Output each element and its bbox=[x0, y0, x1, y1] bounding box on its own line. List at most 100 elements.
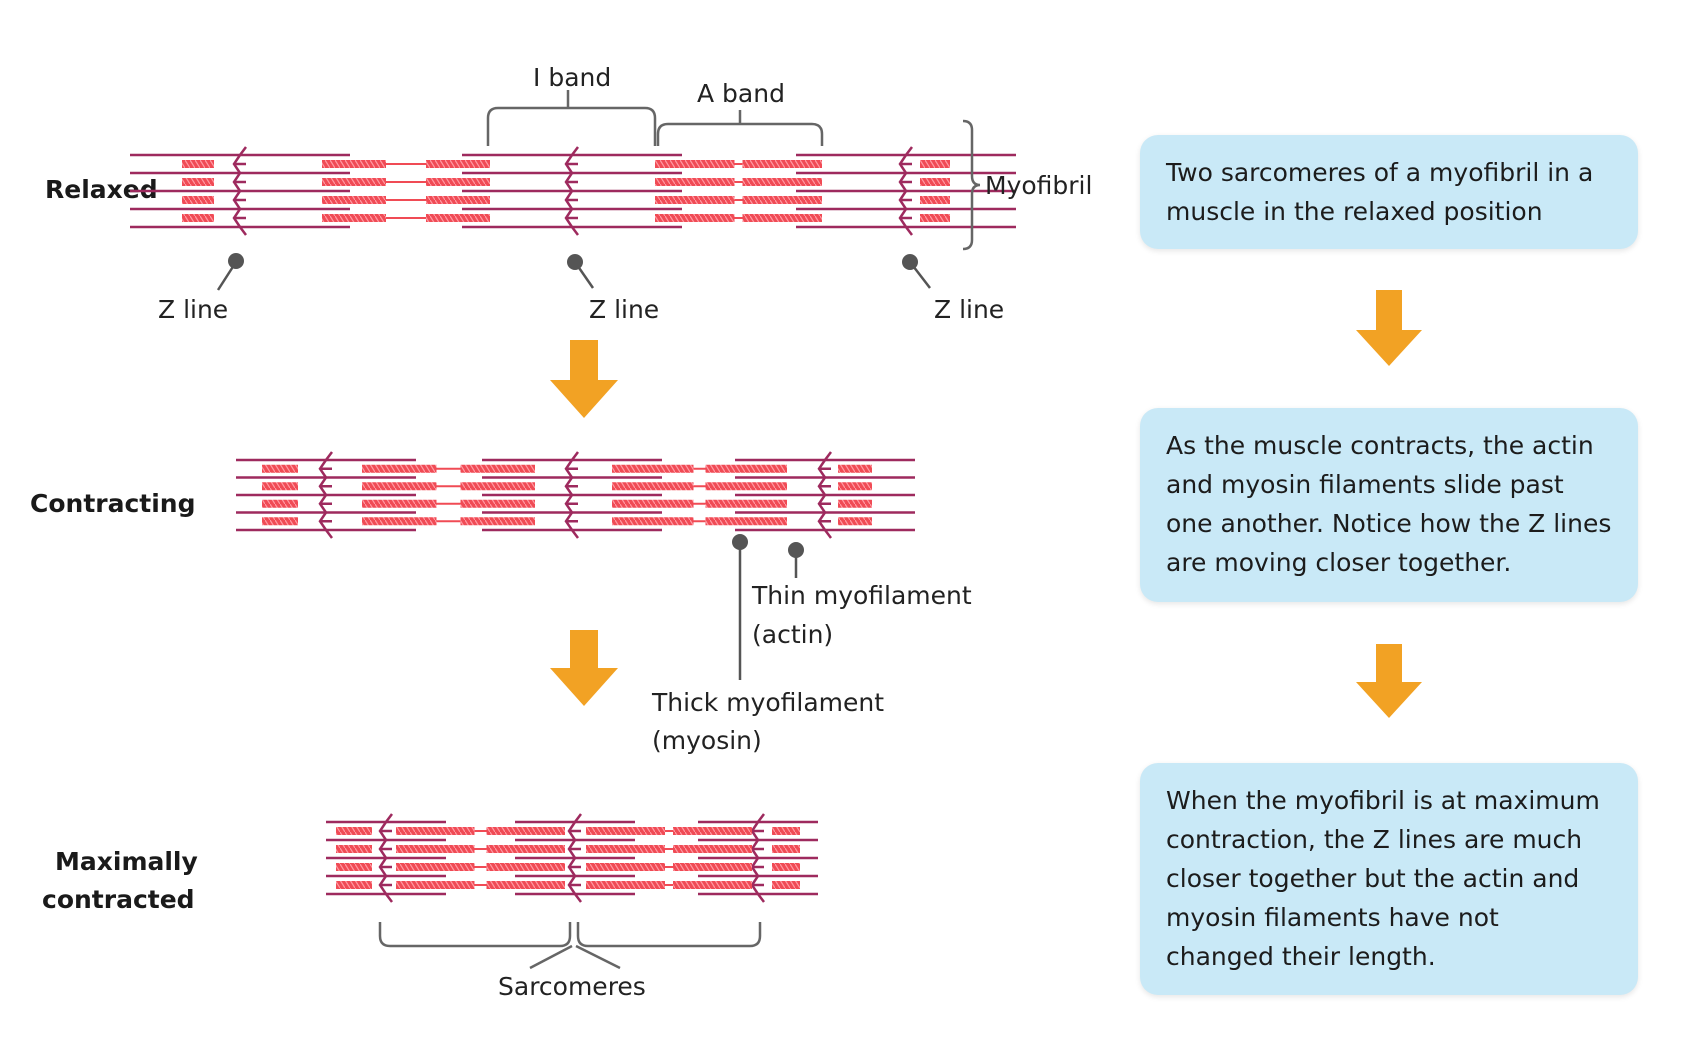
myosin-head bbox=[426, 196, 490, 204]
myosin-head bbox=[362, 499, 437, 508]
myosin-head bbox=[742, 196, 822, 204]
thin-myofilament-label-2: (actin) bbox=[752, 620, 833, 649]
myosin-head bbox=[262, 517, 298, 526]
state-label-maximally: Maximally bbox=[55, 847, 198, 876]
myosin-head bbox=[920, 160, 950, 168]
z-line bbox=[564, 451, 579, 539]
myosin-head bbox=[838, 464, 872, 473]
state-label-relaxed: Relaxed bbox=[45, 175, 158, 204]
myosin-head bbox=[262, 499, 298, 508]
myosin-head bbox=[772, 845, 800, 853]
sarcomeres-label: Sarcomeres bbox=[498, 972, 646, 1001]
explanation-box-contracting: As the muscle contracts, the actin and m… bbox=[1140, 408, 1638, 602]
myosin-head bbox=[920, 196, 950, 204]
myosin-head bbox=[460, 499, 535, 508]
myofibril-label: Myofibril bbox=[985, 171, 1092, 200]
myosin-head bbox=[460, 517, 535, 526]
myosin-head bbox=[426, 214, 490, 222]
z-line-pointer-right bbox=[902, 254, 931, 289]
myosin-head bbox=[426, 178, 490, 186]
myosin-head bbox=[262, 464, 298, 473]
myosin-head bbox=[362, 482, 437, 491]
z-line bbox=[232, 146, 247, 236]
z-line-label-right: Z line bbox=[934, 295, 1004, 324]
myofibril-maximally-contracted bbox=[326, 813, 818, 903]
myosin-head bbox=[705, 464, 787, 473]
thin-myofilament-pointer bbox=[788, 542, 804, 578]
myosin-head bbox=[182, 178, 214, 186]
state-label-contracted: contracted bbox=[42, 885, 195, 914]
myosin-head bbox=[486, 845, 565, 853]
myosin-head bbox=[486, 881, 565, 889]
myosin-head bbox=[322, 214, 386, 222]
myosin-head bbox=[655, 196, 735, 204]
myosin-head bbox=[920, 178, 950, 186]
z-line bbox=[817, 451, 832, 539]
thin-myofilament-label-1: Thin myofilament bbox=[751, 581, 972, 610]
myosin-head bbox=[396, 827, 475, 835]
arrow-down-icon bbox=[550, 630, 618, 706]
myosin-head bbox=[838, 517, 872, 526]
z-line bbox=[378, 813, 393, 903]
z-line bbox=[564, 146, 579, 236]
myosin-head bbox=[705, 517, 787, 526]
myosin-head bbox=[612, 482, 694, 491]
myosin-head bbox=[742, 178, 822, 186]
myosin-head bbox=[673, 845, 752, 853]
myosin-head bbox=[673, 827, 752, 835]
myosin-head bbox=[262, 482, 298, 491]
myosin-head bbox=[705, 482, 787, 491]
myosin-head bbox=[396, 881, 475, 889]
myosin-head bbox=[362, 464, 437, 473]
myosin-head bbox=[742, 160, 822, 168]
myosin-head bbox=[673, 881, 752, 889]
i-band-label: I band bbox=[533, 63, 611, 92]
myosin-head bbox=[182, 196, 214, 204]
myofibril-relaxed bbox=[130, 146, 1016, 236]
state-label-contracting: Contracting bbox=[30, 489, 196, 518]
z-line bbox=[318, 451, 333, 539]
myosin-head bbox=[396, 863, 475, 871]
myosin-head bbox=[655, 160, 735, 168]
myosin-head bbox=[838, 482, 872, 491]
myosin-head bbox=[586, 881, 665, 889]
myosin-head bbox=[586, 863, 665, 871]
myosin-head bbox=[460, 464, 535, 473]
arrow-down-icon bbox=[1356, 644, 1422, 718]
i-band-bracket bbox=[486, 90, 657, 146]
myosin-head bbox=[362, 517, 437, 526]
z-line-label-middle: Z line bbox=[589, 295, 659, 324]
myofibril-contracting bbox=[236, 451, 915, 539]
myosin-head bbox=[426, 160, 490, 168]
thick-myofilament-label-2: (myosin) bbox=[652, 726, 762, 755]
myosin-head bbox=[396, 845, 475, 853]
myosin-head bbox=[586, 827, 665, 835]
a-band-label: A band bbox=[697, 79, 785, 108]
arrow-down-icon bbox=[550, 340, 618, 418]
myosin-head bbox=[336, 881, 372, 889]
myosin-head bbox=[486, 827, 565, 835]
myosin-head bbox=[673, 863, 752, 871]
myosin-head bbox=[182, 214, 214, 222]
myosin-head bbox=[336, 863, 372, 871]
z-line bbox=[898, 146, 913, 236]
z-line bbox=[750, 813, 765, 903]
myosin-head bbox=[655, 178, 735, 186]
myosin-head bbox=[322, 178, 386, 186]
explanation-box-maximally-contracted: When the myofibril is at maximum contrac… bbox=[1140, 763, 1638, 995]
myosin-head bbox=[322, 160, 386, 168]
thick-myofilament-label-1: Thick myofilament bbox=[651, 688, 884, 717]
myosin-head bbox=[336, 845, 372, 853]
myosin-head bbox=[655, 214, 735, 222]
myosin-head bbox=[838, 499, 872, 508]
myosin-head bbox=[612, 517, 694, 526]
myosin-head bbox=[322, 196, 386, 204]
myosin-head bbox=[182, 160, 214, 168]
sarcomeres-bracket bbox=[378, 922, 762, 970]
explanation-box-relaxed: Two sarcomeres of a myofibril in a muscl… bbox=[1140, 135, 1638, 249]
myosin-head bbox=[612, 464, 694, 473]
thick-myofilament-pointer bbox=[732, 534, 748, 680]
arrow-down-icon bbox=[1356, 290, 1422, 366]
z-line-pointer-middle bbox=[567, 254, 595, 289]
